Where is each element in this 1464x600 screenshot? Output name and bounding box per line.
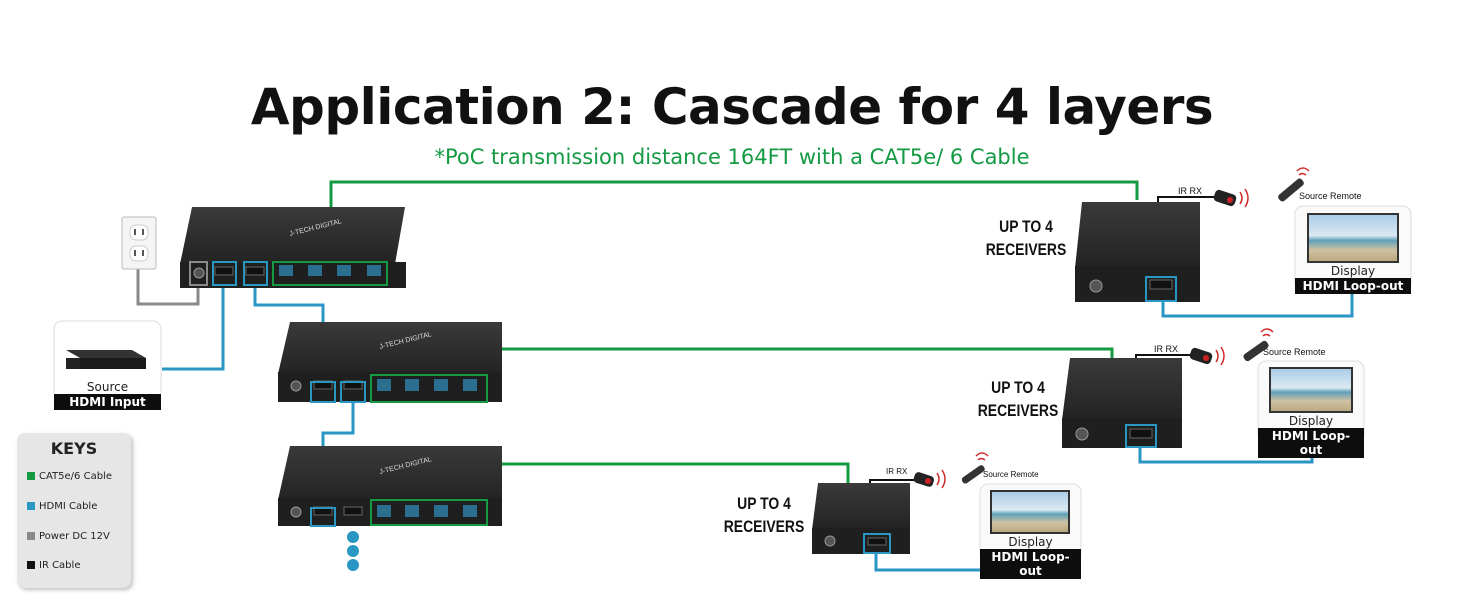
hdmi-loop-rx1 [1161,292,1354,318]
transmitter-3: J-TECH DIGITAL [278,446,502,527]
key-label: HDMI Cable [39,501,98,512]
ir-receiver-icon [1189,346,1225,366]
remote-control-icon [1243,328,1274,362]
display-label: Display [1330,264,1376,278]
remote-label: Source Remote [1299,191,1362,201]
receiver-count-label: UP TO 4 RECEIVERS [723,492,805,538]
power-cable [136,268,200,306]
source-label: Source [86,380,129,394]
hdmi-cables [162,287,1354,572]
display-label: Display [1008,535,1053,549]
keys-title: KEYS [50,439,98,458]
receiver-3 [812,483,910,554]
receiver-label-line1: UP TO 4 [991,378,1045,397]
ir-rx-label: IR RX [1178,186,1203,196]
transmitter-1: J-TECH DIGITAL [180,207,406,288]
remote-control-icon [1278,167,1310,202]
swatch-icon [27,532,35,540]
ir-rx-label: IR RX [1154,344,1179,354]
source-input-label: HDMI Input [54,394,161,410]
key-item-cat5e: CAT5e/6 Cable [27,471,112,482]
receiver-label-line2: RECEIVERS [723,517,805,536]
key-item-ir: IR Cable [27,560,80,571]
ir-receiver-icon [1213,188,1249,208]
keys-legend: KEYS CAT5e/6 Cable HDMI Cable Power DC 1… [17,433,131,588]
cat-tx2-rx2 [427,347,1114,372]
remote-label: Source Remote [1263,347,1326,357]
hdmi-source-to-tx1 [162,287,225,371]
continuation-dots [347,531,359,571]
display-caption: Display HDMI Loop-out [1258,414,1364,458]
display-label: Display [1288,414,1334,428]
remote-label: Source Remote [983,470,1039,479]
wall-outlet-icon [121,216,157,270]
receiver-count-label: UP TO 4 RECEIVERS [977,376,1059,422]
loop-out-label: HDMI Loop-out [1295,278,1411,294]
swatch-icon [27,561,35,569]
swatch-icon [27,502,35,510]
display-icon [1294,205,1412,293]
transmitter-2: J-TECH DIGITAL [278,322,502,403]
loop-out-label: HDMI Loop-out [980,549,1081,579]
swatch-icon [27,472,35,480]
receiver-label-line2: RECEIVERS [985,240,1067,259]
source-caption: Source HDMI Input [54,380,161,410]
receiver-2 [1062,358,1182,448]
loop-out-label: HDMI Loop-out [1258,428,1364,458]
display-caption: Display HDMI Loop-out [980,535,1081,579]
key-item-hdmi: HDMI Cable [27,501,97,512]
key-item-power: Power DC 12V [27,531,110,542]
page-subtitle: *PoC transmission distance 164FT with a … [434,145,1030,169]
receiver-label-line1: UP TO 4 [737,494,791,513]
receiver-label-line2: RECEIVERS [977,401,1059,420]
page-title: Application 2: Cascade for 4 layers [250,78,1214,136]
receiver-count-label: UP TO 4 RECEIVERS [985,215,1067,261]
ir-rx-label: IR RX [886,467,908,476]
key-label: Power DC 12V [39,531,110,542]
remote-control-icon [961,452,989,484]
display-icon [1257,360,1365,444]
display-icon [979,483,1082,561]
key-label: IR Cable [39,560,81,571]
ir-receiver-icon [913,469,946,489]
receiver-1 [1075,202,1200,302]
display-caption: Display HDMI Loop-out [1295,264,1411,294]
key-label: CAT5e/6 Cable [39,471,112,482]
receiver-label-line1: UP TO 4 [999,217,1053,236]
